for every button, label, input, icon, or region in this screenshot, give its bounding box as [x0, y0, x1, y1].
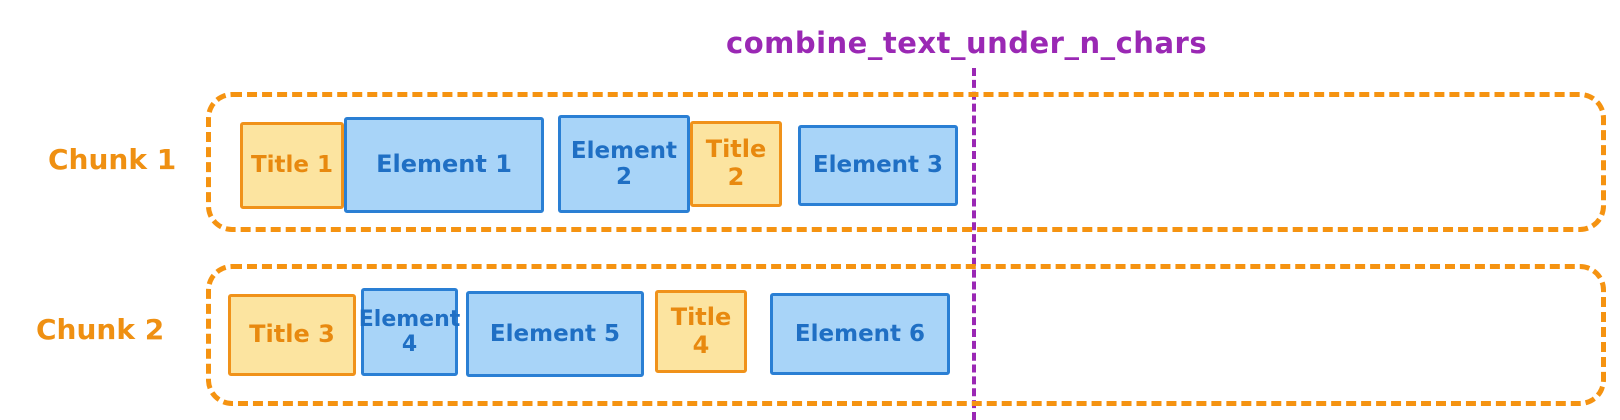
chunk-1-box-element-3: Element 3 — [798, 125, 958, 206]
chunk-1-label: Chunk 1 — [48, 143, 177, 176]
chunk-2-label: Chunk 2 — [36, 313, 165, 346]
chunk-2-box-element-4: Element 4 — [359, 288, 460, 376]
chunk-1-box-element-2: Element 2 — [558, 115, 690, 213]
chunk-1-box-element-1: Element 1 — [344, 117, 544, 213]
chunk-2-box-title-3: Title 3 — [228, 294, 356, 376]
chunk-1-container — [206, 92, 1606, 232]
chunk-2-box-element-5: Element 5 — [466, 291, 644, 377]
chunk-2-box-title-4: Title 4 — [655, 290, 747, 373]
combine-text-under-n-chars-annotation: combine_text_under_n_chars — [726, 26, 1208, 60]
chunk-2-container — [206, 264, 1606, 406]
threshold-divider-line — [972, 68, 976, 420]
chunk-1-box-title-1: Title 1 — [240, 122, 344, 209]
chunk-2-box-element-6: Element 6 — [770, 293, 950, 375]
chunk-1-box-title-2: Title 2 — [690, 121, 782, 207]
